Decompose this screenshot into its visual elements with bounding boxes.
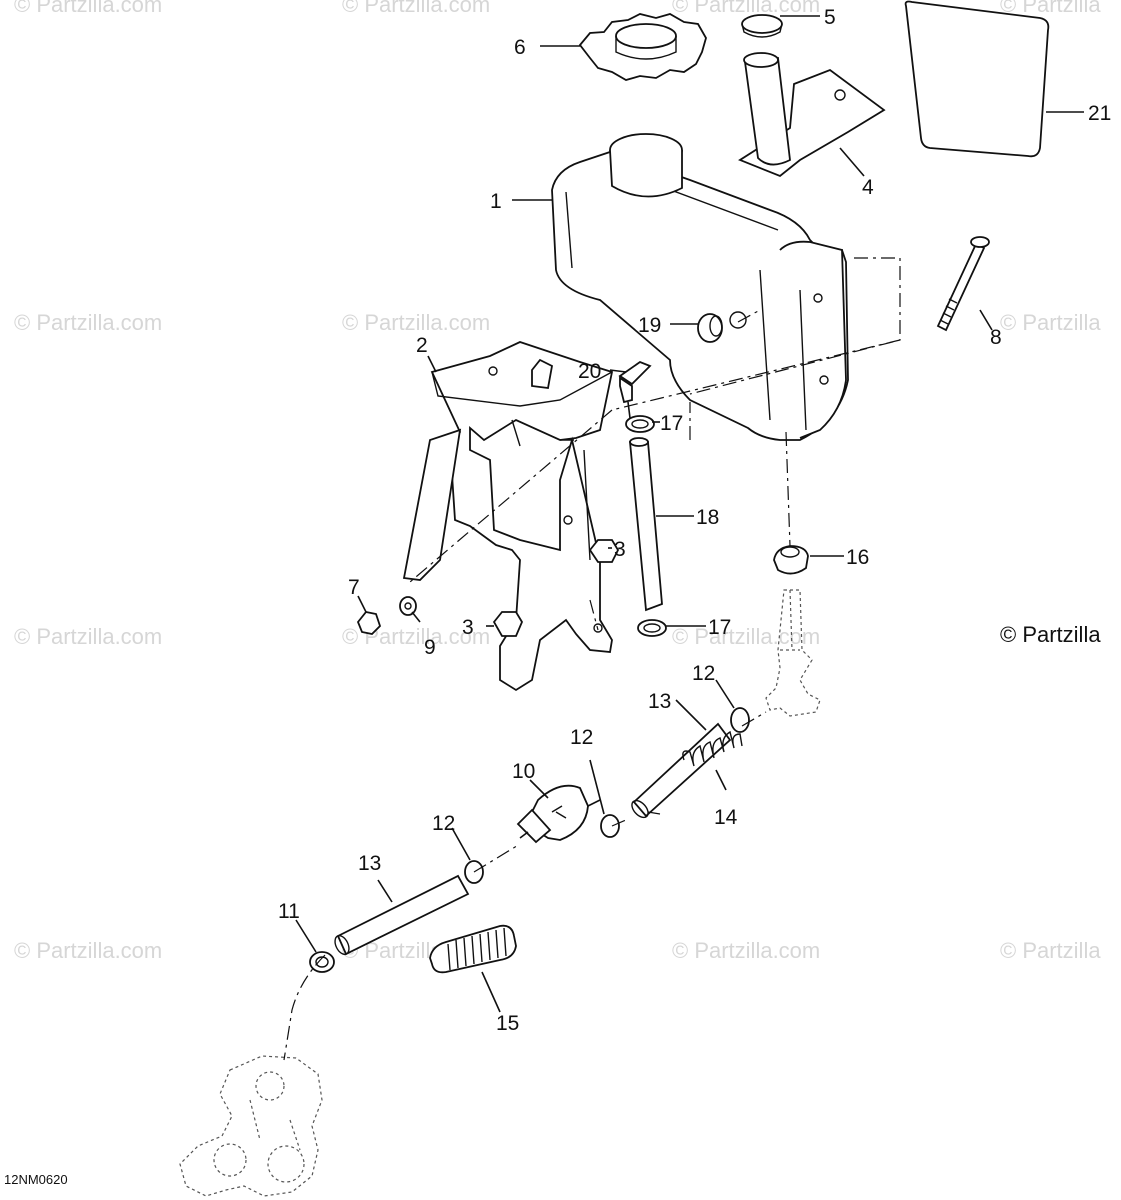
callout-5: 5 (824, 6, 836, 29)
elbow-fitting-part (618, 360, 652, 419)
callout-16: 16 (846, 546, 869, 569)
callout-9: 9 (424, 636, 436, 659)
leader-lines (295, 15, 1084, 1013)
callout-17: 17 (708, 616, 731, 639)
callout-3: 3 (614, 538, 626, 561)
callout-17: 17 (660, 412, 683, 435)
callout-18: 18 (696, 506, 719, 529)
callout-13: 13 (648, 690, 671, 713)
assembly-centerlines (283, 257, 901, 1061)
mounting-bracket-part (402, 341, 614, 692)
fuel-hose-part (334, 722, 732, 956)
nut-part (492, 539, 620, 637)
callout-10: 10 (512, 760, 535, 783)
bolt-part (936, 236, 990, 332)
callout-21: 21 (1088, 102, 1111, 125)
callout-13: 13 (358, 852, 381, 875)
tank-grommet-part (697, 313, 723, 343)
outlet-grommet-part (773, 545, 809, 575)
sleeve-part (429, 924, 517, 974)
callout-labels: 6 5 4 21 1 8 19 20 2 3 3 7 9 17 17 18 16… (278, 6, 1111, 1035)
nut-washer-part (356, 596, 417, 635)
spring-part (682, 730, 743, 767)
copyright-label: © Partzilla (1000, 622, 1101, 647)
callout-12: 12 (692, 662, 715, 685)
diagram-code: 12NM0620 (4, 1172, 68, 1187)
callout-11: 11 (278, 900, 300, 923)
hose-clamp-small-part (309, 951, 335, 973)
callout-15: 15 (496, 1012, 519, 1035)
tee-fitting-part (765, 589, 821, 717)
fuel-filter-part (516, 784, 601, 844)
callout-20: 20 (578, 360, 601, 383)
hose-clamp-part (625, 415, 667, 637)
callout-1: 1 (490, 190, 502, 213)
oil-hose-part (629, 437, 663, 612)
grommet-part (741, 14, 783, 38)
callout-14: 14 (714, 806, 738, 829)
callout-6: 6 (514, 36, 526, 59)
callout-8: 8 (990, 326, 1002, 349)
oil-tank-part (551, 133, 849, 441)
callout-4: 4 (862, 176, 874, 199)
callout-2: 2 (416, 334, 428, 357)
callout-12: 12 (432, 812, 455, 835)
callout-19: 19 (638, 314, 661, 337)
oil-pump-part (179, 1055, 323, 1197)
callout-3: 3 (462, 616, 474, 639)
filler-neck-bracket-part (738, 52, 886, 178)
decal-part (904, 0, 1050, 158)
fuel-cap-part (578, 13, 707, 81)
callout-12: 12 (570, 726, 593, 749)
callout-7: 7 (348, 576, 360, 599)
